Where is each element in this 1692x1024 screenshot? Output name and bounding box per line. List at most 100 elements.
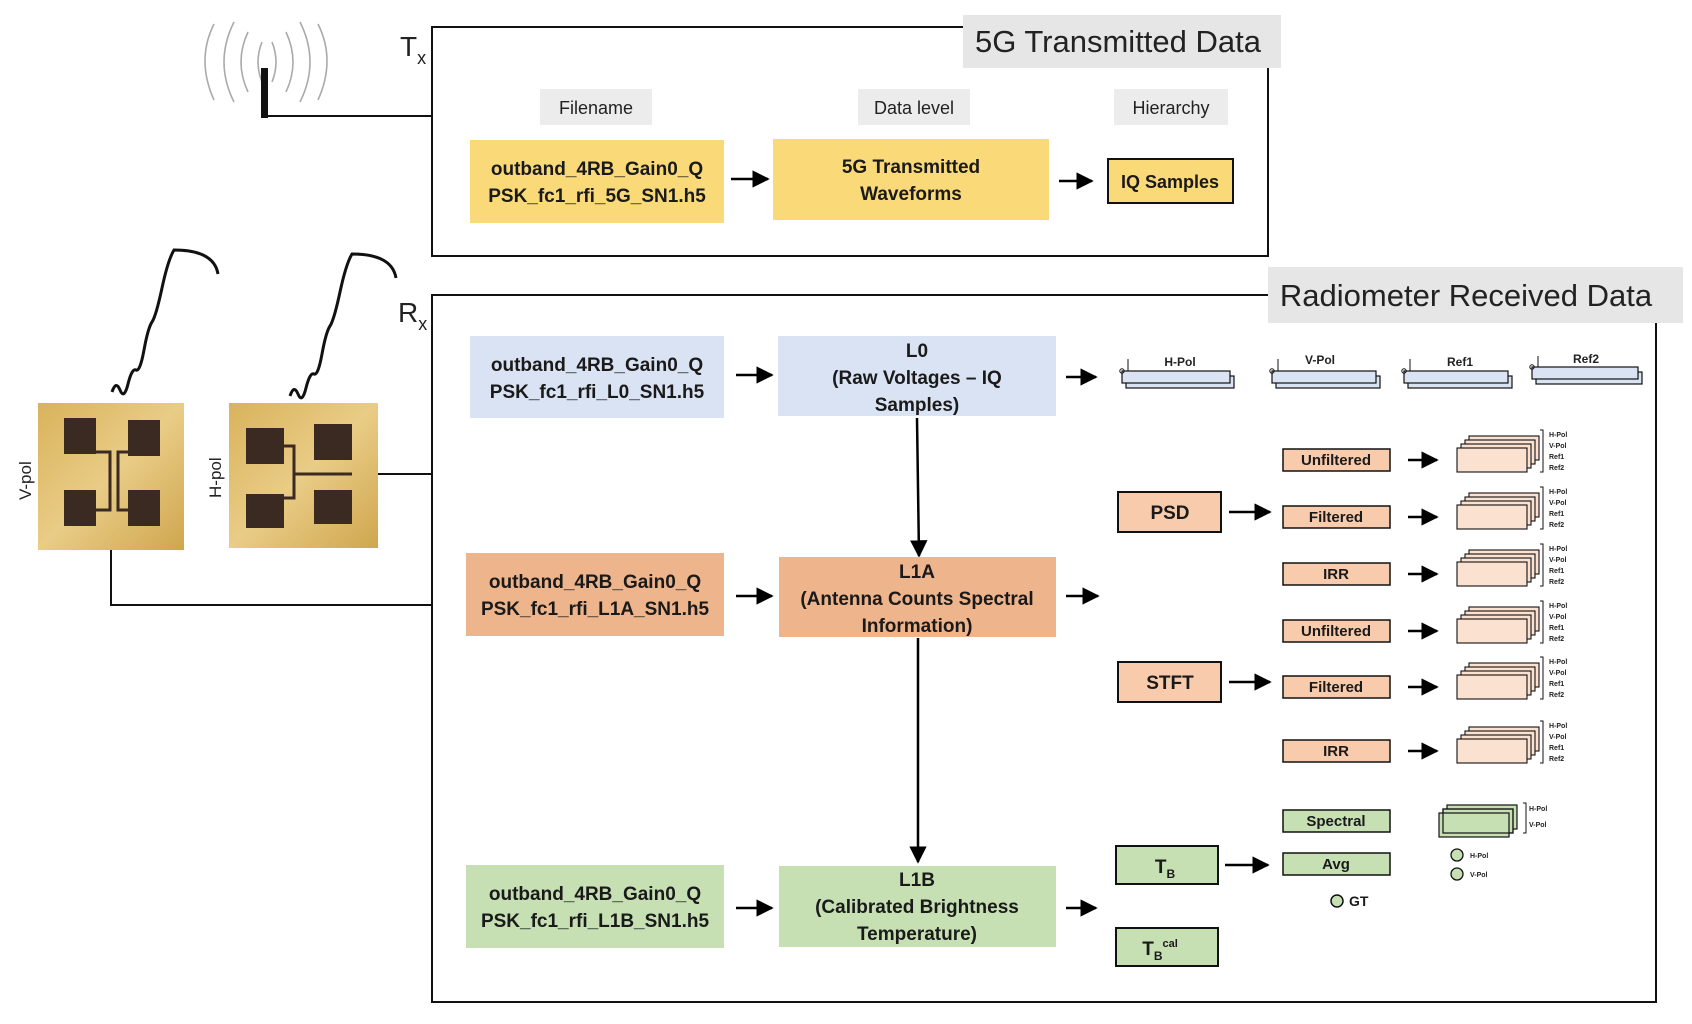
l0-filename-box [470,336,724,418]
stack-label: V-Pol [1549,443,1567,450]
branch-box [1282,739,1391,763]
l0-level-line1: L0 [906,341,928,362]
psd-label: PSD [1150,503,1189,524]
spectral-stack: H-Pol V-Pol [1438,802,1547,838]
stack-label: V-Pol [1549,670,1567,677]
header-filename-box [540,89,652,125]
stack-label: Ref2 [1549,579,1564,586]
branch-box [1282,675,1391,699]
svg-text:H-Pol: H-Pol [1529,806,1547,813]
l0-level-box [778,336,1056,416]
stack-label: H-Pol [1549,546,1567,553]
header-hierarchy: Hierarchy [1132,98,1209,118]
stack-label: Ref2 [1549,636,1564,643]
header-filename: Filename [559,98,633,118]
vpol-antenna-image [38,403,184,550]
l0-channel-hpol: H-Pol [1119,355,1235,389]
tx-frame [431,26,1269,257]
stft-box [1117,661,1222,703]
l0-level-line2: (Raw Voltages – IQ [832,368,1002,389]
stack-label: V-Pol [1549,734,1567,741]
stack-label: V-Pol [1549,500,1567,507]
stack-label: H-Pol [1549,659,1567,666]
branch-label: Filtered [1309,509,1363,526]
header-data-level-box [858,89,970,125]
avg-box [1282,852,1391,876]
stack-label: V-Pol [1549,614,1567,621]
avg-label: Avg [1322,856,1350,873]
tx-level-line2: Waveforms [860,184,962,205]
branch-label: Unfiltered [1301,623,1371,640]
branch-box [1282,505,1391,529]
gt-marker: GT [1330,893,1369,909]
hpol-received-wave-icon [288,252,398,400]
l0-filename-line1: outband_4RB_Gain0_Q [491,355,703,376]
branch-box [1282,448,1391,472]
stack-label: Ref2 [1549,465,1564,472]
tb-box [1115,845,1219,885]
stft-label: STFT [1146,673,1194,694]
stack-label: Ref1 [1549,511,1564,518]
vpol-label: V-pol [16,461,35,500]
l1a-level-line2: (Antenna Counts Spectral [800,589,1033,610]
l1a-level-box [779,557,1056,637]
branch-label: Unfiltered [1301,452,1371,469]
svg-text:H-Pol: H-Pol [1164,355,1195,369]
l1b-level-line1: L1B [899,870,935,891]
l0-channel-ref2: Ref2 [1529,352,1643,385]
tx-filename-line1: outband_4RB_Gain0_Q [491,159,703,180]
branch-label: IRR [1323,566,1349,583]
header-hierarchy-box [1114,89,1228,125]
svg-text:Ref1: Ref1 [1447,355,1473,369]
stack-label: Ref2 [1549,692,1564,699]
rx-title: Radiometer Received Data [1280,278,1653,313]
tx-filename-box [470,140,724,223]
l0-filename-line2: PSK_fc1_rfi_L0_SN1.h5 [490,382,705,403]
tx-hierarchy-box [1107,158,1234,204]
hpol-antenna-image [229,403,378,548]
l0-channel-ref1: Ref1 [1401,355,1513,389]
rx-label: Rx [398,297,427,334]
svg-text:V-Pol: V-Pol [1470,872,1488,879]
l1b-section: outband_4RB_Gain0_Q PSK_fc1_rfi_L1B_SN1.… [466,802,1547,967]
l1b-level-line2: (Calibrated Brightness [815,897,1019,918]
branch-label: IRR [1323,743,1349,760]
vpol-received-wave-icon [110,248,220,396]
l1a-filename-line2: PSK_fc1_rfi_L1A_SN1.h5 [481,599,710,620]
l1a-level-line1: L1A [899,562,935,583]
svg-text:H-Pol: H-Pol [1470,853,1488,860]
transmit-antenna-icon [204,21,328,118]
tx-title-box [963,15,1281,68]
tx-label: Tx [400,31,426,68]
svg-text:Ref2: Ref2 [1573,352,1599,366]
hpol-label: H-pol [206,457,225,498]
rx-section: Rx Radiometer Received Data V-pol H-pol [16,248,1683,1003]
l1a-branches: UnfilteredH-PolV-PolRef1Ref2FilteredH-Po… [1282,429,1567,764]
tbcal-label: TBcal [1142,938,1178,963]
l1b-level-box [779,866,1056,947]
stack-label: H-Pol [1549,432,1567,439]
stack-label: Ref1 [1549,745,1564,752]
spectral-label: Spectral [1306,813,1365,830]
tx-level-line1: 5G Transmitted [842,157,980,178]
l1a-filename-line1: outband_4RB_Gain0_Q [489,572,701,593]
rx-frame [431,294,1657,1003]
branch-box [1282,619,1391,643]
tx-section: Tx 5G Transmitted Data Filename Data lev… [204,15,1281,257]
l0-level-line3: Samples) [875,395,959,416]
l1a-filename-box [466,553,724,636]
stack-label: Ref2 [1549,522,1564,529]
stack-label: H-Pol [1549,603,1567,610]
